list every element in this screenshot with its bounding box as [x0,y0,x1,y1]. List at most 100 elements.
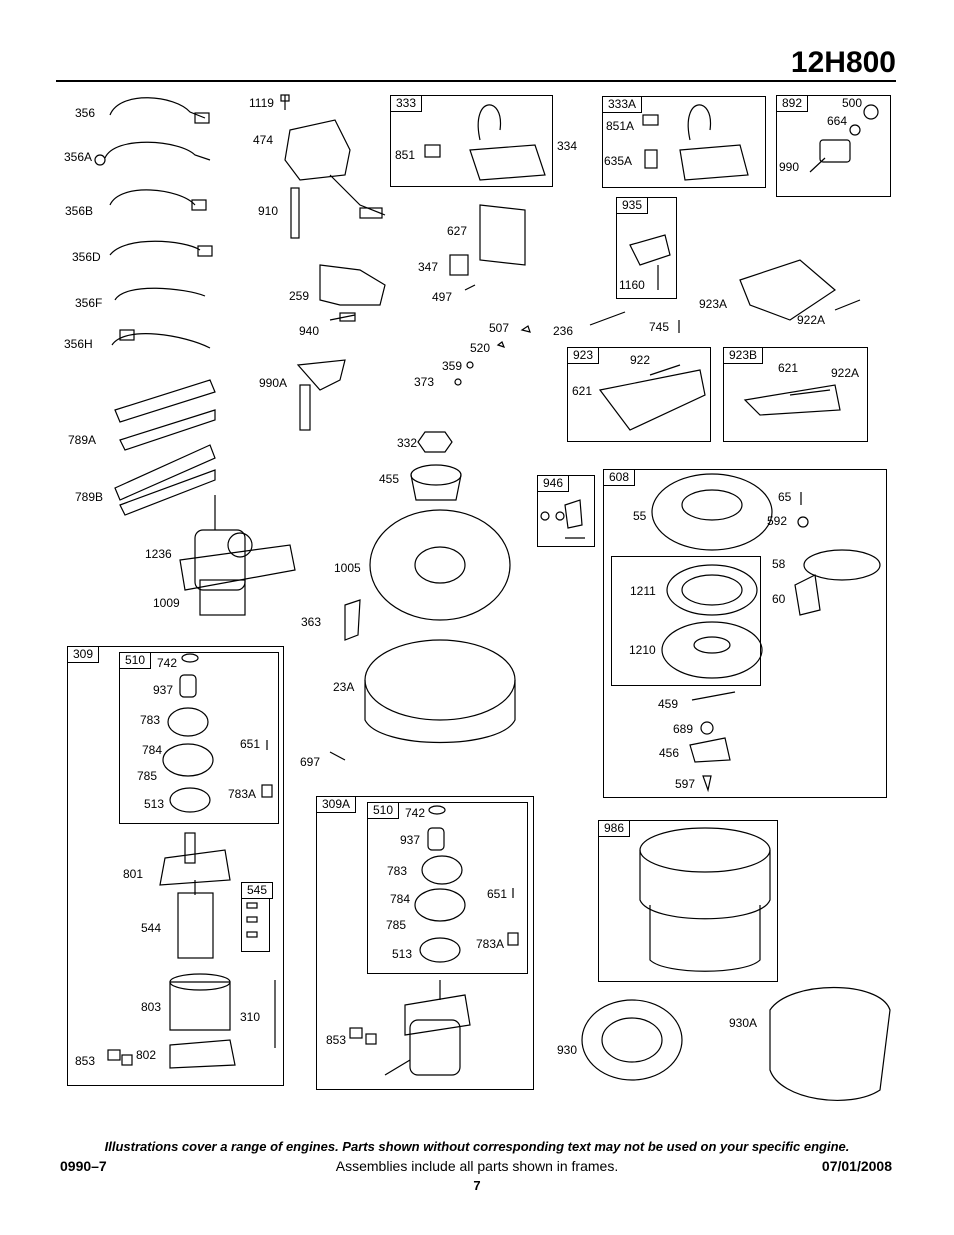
part-number: 456 [659,746,680,760]
document-date: 07/01/2008 [821,1158,892,1174]
frame-923b: 923B [723,347,868,442]
frame-label: 309A [316,796,357,813]
starter-309a-icon [349,805,519,1076]
part-number: 627 [447,224,468,238]
part-number: 363 [301,615,322,629]
part-number: 356D [72,250,101,264]
part-number: 785 [386,918,407,932]
part-number: 851 [395,148,416,162]
part-number: 930 [557,1043,578,1057]
part-number: 783A [476,937,505,951]
frame-label: 333A [602,96,643,113]
part-number: 937 [153,683,174,697]
part-number: 651 [240,737,261,751]
part-number: 785 [137,769,158,783]
frame-label: 923B [723,347,764,364]
recoil-starter-icon [651,473,881,793]
page-title: 12H800 [790,46,896,79]
part-number: 784 [390,892,411,906]
part-number: 621 [778,361,799,375]
frame-986: 986 [598,820,778,982]
part-number: 513 [392,947,413,961]
frame-892: 892 [776,95,891,197]
part-number: 923A [699,297,728,311]
air-cleaner-cover-icon [581,987,891,1101]
part-number: 745 [649,320,670,334]
document-id: 0990–7 [60,1158,107,1174]
part-number: 356H [64,337,93,351]
part-number: 930A [729,1016,758,1030]
part-number: 597 [675,777,696,791]
part-number: 474 [253,133,274,147]
coil-333-icon [424,104,749,181]
part-number: 334 [557,139,578,153]
part-number: 592 [767,514,788,528]
bracket-946-icon [540,499,585,539]
part-number: 356A [64,150,93,164]
part-number: 937 [400,833,421,847]
part-number: 497 [432,290,453,304]
part-number: 990A [259,376,288,390]
part-number: 783 [387,864,408,878]
starter-motor-icon [179,495,296,616]
part-number: 910 [258,204,279,218]
part-number: 1009 [153,596,180,610]
frame-label: 946 [537,475,570,492]
disclaimer-note: Illustrations cover a range of engines. … [104,1139,850,1154]
key-switch-icon [809,104,879,173]
frame-608-inner [611,556,761,686]
frame-label: 309 [67,646,100,663]
part-number: 356F [75,296,103,310]
part-number: 742 [157,656,178,670]
part-number: 1160 [619,278,645,292]
part-number: 373 [414,375,435,389]
part-number: 853 [326,1033,347,1047]
ignition-coil-icon [280,94,386,431]
frame-label: 510 [119,652,152,669]
part-number: 783 [140,713,161,727]
part-number: 635A [604,154,633,168]
part-number: 23A [333,680,355,694]
air-filter-icon [639,827,771,972]
part-number: 851A [606,119,635,133]
part-number: 1119 [249,96,274,110]
part-number: 259 [289,289,310,303]
part-number: 802 [136,1048,157,1062]
wire-bracket-icon [114,379,216,516]
part-number: 651 [487,887,508,901]
part-number: 664 [827,114,848,128]
part-number: 922A [831,366,860,380]
frame-label: 892 [776,95,809,112]
part-number: 801 [123,867,144,881]
part-number: 310 [240,1010,261,1024]
part-number: 356B [65,204,94,218]
page-number: 7 [473,1178,481,1193]
part-number: 65 [778,490,792,504]
governor-bracket-icon [629,234,861,321]
starter-309-icon [107,653,276,1069]
part-number: 783A [228,787,257,801]
frame-label: 986 [598,820,631,837]
frame-label: 510 [367,802,400,819]
part-number: 55 [633,509,647,523]
part-number: 789B [75,490,104,504]
part-number: 544 [141,921,162,935]
part-number: 236 [553,324,574,338]
part-number: 58 [772,557,786,571]
governor-lever-icon [598,364,841,431]
part-number: 60 [772,592,786,606]
part-number: 621 [572,384,593,398]
frame-923: 923 [567,347,711,442]
frame-545: 545 [241,882,274,952]
part-number: 853 [75,1054,96,1068]
part-number: 922A [797,313,826,327]
part-number: 459 [658,697,679,711]
part-number: 347 [418,260,439,274]
frame-label: 923 [567,347,600,364]
frame-label: 608 [603,469,636,486]
wire-harness-icon [94,97,213,349]
part-number: 356 [75,106,96,120]
frame-309: 309 [67,646,284,1086]
frame-label: 545 [241,882,274,899]
